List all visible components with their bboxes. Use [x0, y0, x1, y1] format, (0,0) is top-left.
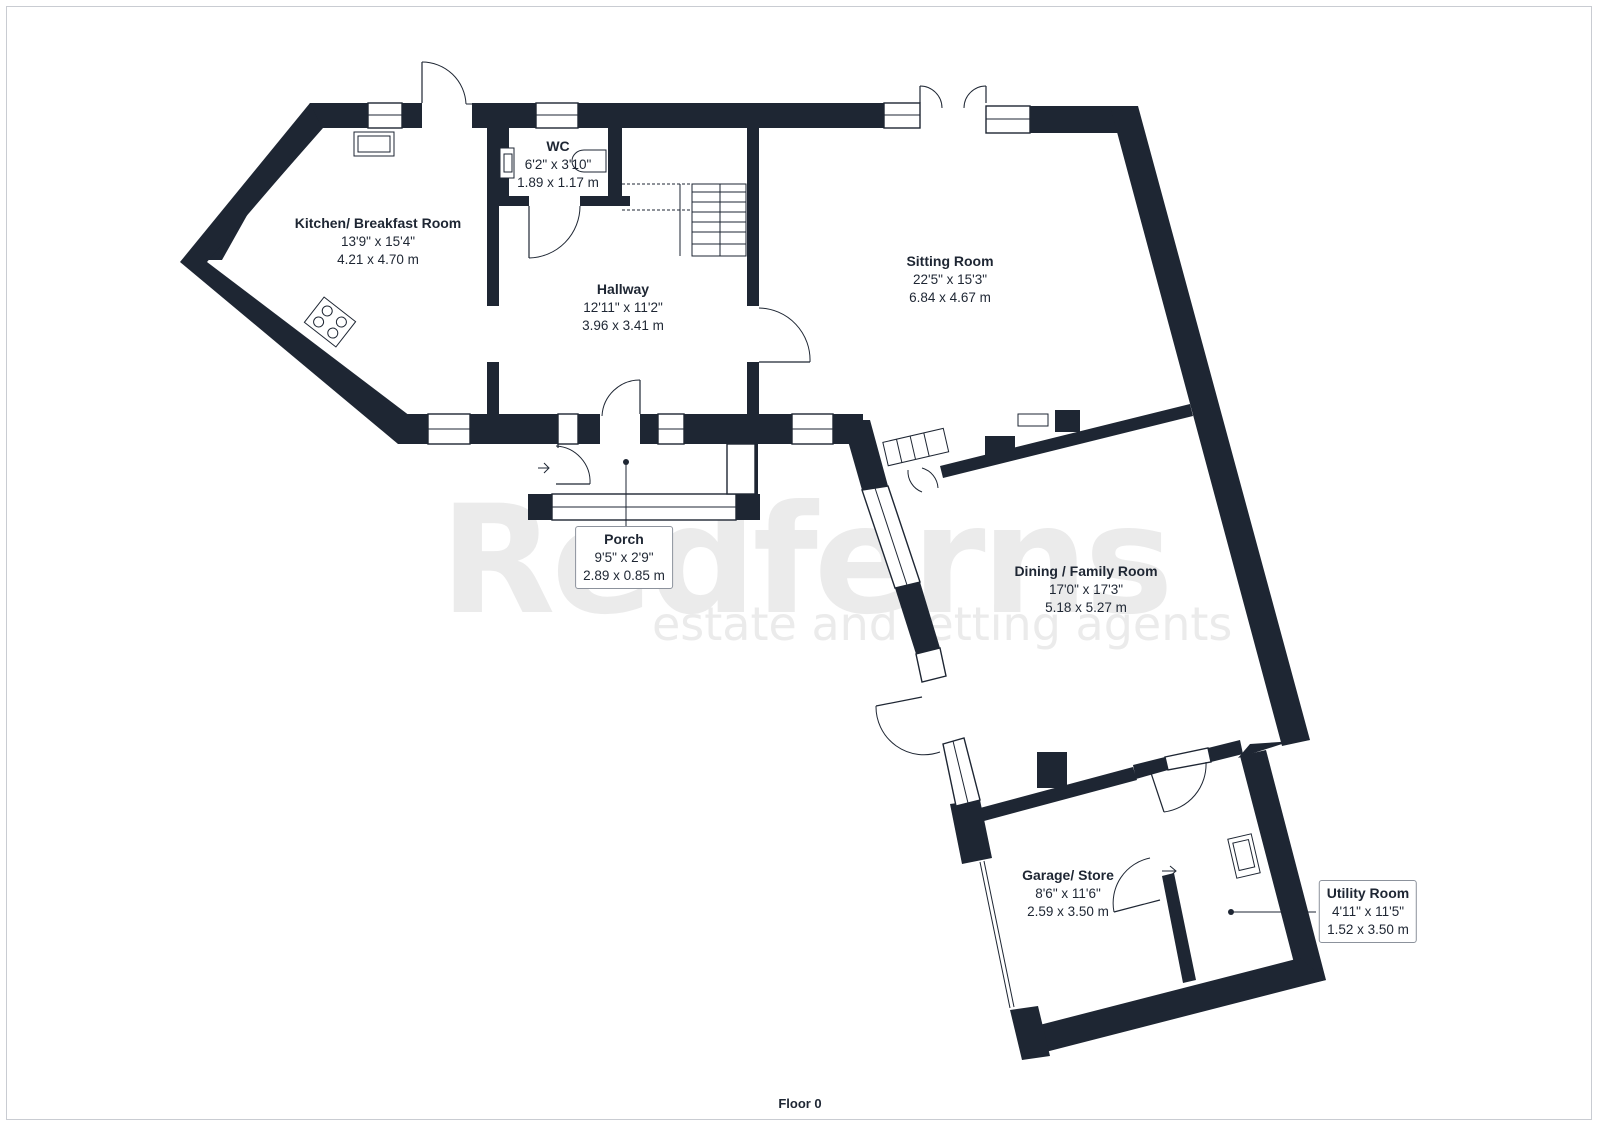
room-name: Utility Room — [1326, 885, 1410, 901]
room-dim-imperial: 6'2" x 3'10" — [524, 157, 592, 172]
room-dim-metric: 5.18 x 5.27 m — [1045, 600, 1127, 615]
room-dim-metric: 1.52 x 3.50 m — [1327, 922, 1409, 937]
room-label-hallway: Hallway 12'11" x 11'2" 3.96 x 3.41 m — [582, 280, 664, 335]
room-label-garage: Garage/ Store 8'6" x 11'6" 2.59 x 3.50 m — [1022, 866, 1114, 921]
room-name: Dining / Family Room — [1014, 563, 1158, 579]
staircase — [622, 183, 747, 257]
room-dim-imperial: 13'9" x 15'4" — [340, 234, 416, 249]
room-dim-imperial: 17'0" x 17'3" — [1048, 582, 1124, 597]
walls — [180, 103, 1326, 1060]
room-dim-metric: 2.89 x 0.85 m — [583, 568, 665, 583]
watermark: Redferns estate and letting agents — [440, 474, 1232, 651]
watermark-tagline: estate and letting agents — [652, 597, 1232, 651]
room-dim-imperial: 9'5" x 2'9" — [594, 550, 654, 565]
room-name: WC — [546, 138, 570, 154]
room-name: Porch — [604, 531, 644, 547]
fixtures — [303, 131, 1316, 915]
room-label-sitting: Sitting Room 22'5" x 15'3" 6.84 x 4.67 m — [906, 252, 993, 307]
doors — [421, 61, 1207, 913]
room-dim-metric: 6.84 x 4.67 m — [909, 290, 991, 305]
room-label-porch: Porch 9'5" x 2'9" 2.89 x 0.85 m — [575, 526, 673, 589]
room-dim-imperial: 22'5" x 15'3" — [912, 272, 988, 287]
room-name: Hallway — [596, 281, 650, 297]
room-label-wc: WC 6'2" x 3'10" 1.89 x 1.17 m — [517, 137, 599, 192]
window — [726, 443, 756, 495]
room-dim-metric: 1.89 x 1.17 m — [517, 175, 599, 190]
room-label-kitchen: Kitchen/ Breakfast Room 13'9" x 15'4" 4.… — [295, 214, 461, 269]
room-dim-imperial: 8'6" x 11'6" — [1035, 886, 1101, 901]
room-name: Kitchen/ Breakfast Room — [294, 215, 462, 231]
room-dim-imperial: 4'11" x 11'5" — [1331, 904, 1405, 919]
room-name: Sitting Room — [906, 253, 994, 269]
room-dim-metric: 4.21 x 4.70 m — [337, 252, 419, 267]
room-label-utility: Utility Room 4'11" x 11'5" 1.52 x 3.50 m — [1318, 880, 1418, 943]
room-name: Garage/ Store — [1022, 867, 1114, 883]
room-dim-metric: 3.96 x 3.41 m — [582, 318, 664, 333]
room-dim-metric: 2.59 x 3.50 m — [1027, 904, 1109, 919]
page-frame — [6, 6, 1592, 1120]
window — [942, 737, 981, 807]
floor-label: Floor 0 — [778, 1096, 822, 1111]
window — [915, 647, 947, 683]
window — [1164, 747, 1212, 771]
room-label-dining: Dining / Family Room 17'0" x 17'3" 5.18 … — [1014, 562, 1157, 617]
window — [557, 413, 579, 445]
room-dim-imperial: 12'11" x 11'2" — [583, 300, 663, 315]
windows — [367, 102, 1212, 1009]
